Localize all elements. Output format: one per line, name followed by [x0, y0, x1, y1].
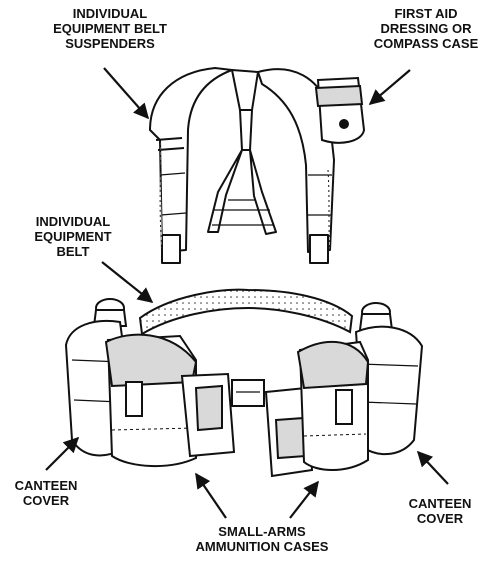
- equipment-belt: [140, 290, 352, 334]
- suspenders: [150, 68, 334, 263]
- ammo-case-right: [298, 342, 368, 470]
- arrow-suspenders: [104, 68, 148, 118]
- belt-buckle: [232, 380, 264, 406]
- label-first-aid: FIRST AID DRESSING OR COMPASS CASE: [370, 6, 482, 51]
- arrow-first-aid: [370, 70, 410, 104]
- arrow-canteen-left: [46, 438, 78, 470]
- first-aid-case: [316, 78, 364, 143]
- ammo-case-small-left: [182, 374, 234, 456]
- ammo-case-left: [106, 335, 196, 466]
- arrow-ammo-left: [196, 474, 226, 518]
- arrow-ammo-right: [290, 482, 318, 518]
- arrow-belt: [102, 262, 152, 302]
- label-suspenders: INDIVIDUAL EQUIPMENT BELT SUSPENDERS: [30, 6, 190, 51]
- label-canteen-left: CANTEEN COVER: [6, 478, 86, 508]
- label-belt: INDIVIDUAL EQUIPMENT BELT: [18, 214, 128, 259]
- label-ammo-cases: SMALL-ARMS AMMUNITION CASES: [172, 524, 352, 554]
- arrow-canteen-right: [418, 452, 448, 484]
- label-canteen-right: CANTEEN COVER: [400, 496, 480, 526]
